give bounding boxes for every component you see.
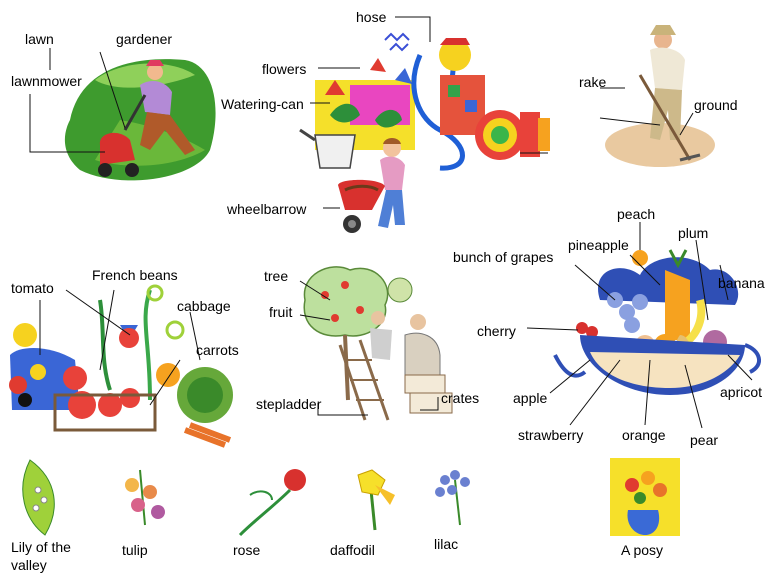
label-ground: ground (694, 97, 738, 113)
label-bunch-of-grapes: bunch of grapes (453, 249, 554, 265)
wheelbarrow-illustration (338, 138, 405, 233)
label-carrots: carrots (196, 342, 239, 358)
vegetables-illustration (9, 284, 233, 448)
label-peach: peach (617, 206, 656, 222)
posy-illustration (610, 458, 680, 536)
label-lily-of-the-valley: Lily of the valley (11, 539, 71, 573)
label-pear: pear (690, 432, 719, 448)
label-fruit: fruit (269, 304, 293, 320)
label-daffodil: daffodil (330, 542, 375, 558)
label-pineapple: pineapple (568, 237, 629, 253)
label-a-posy: A posy (621, 542, 664, 558)
rake-illustration (605, 25, 715, 167)
label-orange: orange (622, 427, 666, 443)
orchard-illustration (303, 266, 453, 421)
label-rake: rake (579, 74, 607, 90)
label-tomato: tomato (11, 280, 54, 296)
label-lawn: lawn (25, 31, 54, 47)
label-crates: crates (441, 390, 480, 406)
label-watering-can: Watering-can (221, 96, 304, 112)
rose-illustration (238, 469, 306, 537)
label-hose: hose (356, 9, 387, 25)
label-wheelbarrow: wheelbarrow (227, 201, 307, 217)
lily-of-the-valley-illustration (22, 459, 55, 536)
label-cherry: cherry (477, 323, 516, 339)
label-plum: plum (678, 225, 709, 241)
label-tree: tree (264, 268, 289, 284)
tulip-illustration (125, 469, 165, 526)
fruit-bowl-illustration (553, 249, 761, 395)
label-tulip: tulip (122, 542, 148, 558)
label-rose: rose (233, 542, 261, 558)
lilac-illustration (435, 470, 470, 526)
hose-flowers-illustration (299, 32, 550, 171)
leader-lines (29, 16, 753, 429)
label-lilac: lilac (434, 536, 459, 552)
label-stepladder: stepladder (256, 396, 322, 412)
label-apricot: apricot (720, 384, 763, 400)
label-lawnmower: lawnmower (11, 73, 82, 89)
label-gardener: gardener (116, 31, 173, 47)
label-banana: banana (718, 275, 765, 291)
daffodil-illustration (357, 469, 395, 531)
label-strawberry: strawberry (518, 427, 584, 443)
label-cabbage: cabbage (177, 298, 231, 314)
label-flowers: flowers (262, 61, 307, 77)
lawnmower-illustration (64, 59, 216, 181)
label-apple: apple (513, 390, 548, 406)
label-french-beans: French beans (92, 267, 178, 283)
